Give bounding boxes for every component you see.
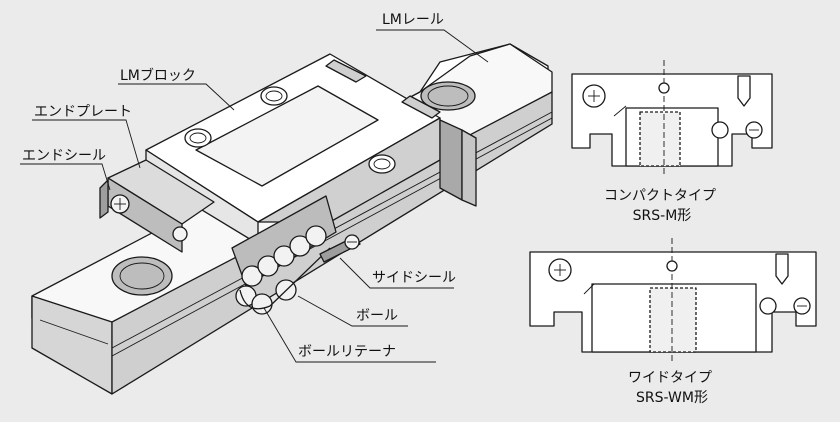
caption-wide-line2: SRS-WM形	[636, 390, 708, 406]
label-lm-rail: LMレール	[382, 12, 444, 28]
label-ball-retainer: ボールリテーナ	[298, 344, 396, 360]
leader-lm-rail	[376, 29, 489, 63]
caption-compact-line1: コンパクトタイプ	[604, 188, 716, 204]
leader-ball-retainer	[263, 307, 436, 363]
balls-row	[235, 225, 331, 315]
caption-wide-line1: ワイドタイプ	[628, 370, 712, 386]
compact-type-section: コンパクトタイプ SRS-M形	[571, 60, 773, 224]
label-end-seal: エンドシール	[22, 148, 106, 164]
label-lm-block: LMブロック	[120, 67, 196, 84]
leader-end-seal	[20, 163, 111, 191]
caption-compact-line2: SRS-M形	[633, 208, 692, 224]
label-end-plate: エンドプレート	[34, 104, 132, 120]
leader-side-seal	[339, 257, 454, 289]
label-ball: ボール	[356, 308, 398, 324]
label-side-seal: サイドシール	[372, 270, 456, 286]
end-plate-shape	[99, 159, 360, 253]
main-assembly: LMレール LMブロック エンドプレート エンドシール サイドシール ボール ボ…	[20, 12, 553, 395]
leader-lm-block	[118, 83, 235, 111]
wide-type-section: ワイドタイプ SRS-WM形	[529, 238, 817, 406]
leader-ball	[297, 295, 408, 327]
leader-end-plate	[32, 119, 141, 169]
